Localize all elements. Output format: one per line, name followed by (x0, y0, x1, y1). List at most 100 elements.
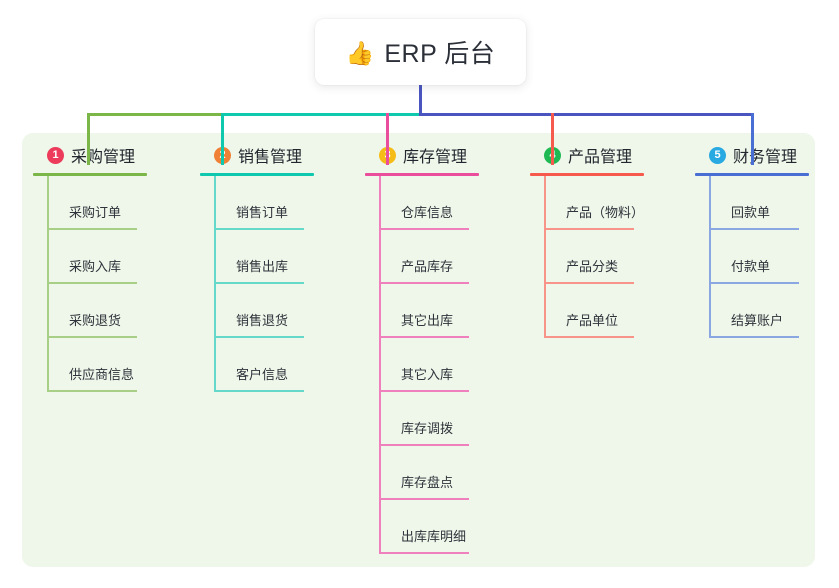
branch-index-badge: 1 (47, 146, 64, 164)
thumbs-up-icon: 👍 (345, 39, 375, 66)
leaf-node-label: 供应商信息 (69, 367, 135, 382)
leaf-node-label: 销售退货 (236, 313, 289, 328)
leaf-node-underline (47, 228, 137, 230)
leaf-node-label: 产品分类 (566, 259, 619, 274)
branch-trunk-line (709, 176, 711, 338)
drop-connector-5 (751, 113, 754, 165)
leaf-node-label: 库存调拨 (401, 421, 454, 436)
leaf-node-label: 回款单 (731, 205, 771, 220)
leaf-node[interactable]: 仓库信息 (379, 176, 515, 230)
leaf-node-label: 销售出库 (236, 259, 289, 274)
drop-connector-3 (386, 113, 389, 165)
leaf-node-underline (709, 336, 799, 338)
leaf-node-label: 其它入库 (401, 367, 454, 382)
leaf-node-underline (709, 282, 799, 284)
leaf-node-underline (47, 282, 137, 284)
leaf-node[interactable]: 其它出库 (379, 284, 515, 338)
branch-header-采购管理[interactable]: 1 采购管理 (33, 143, 183, 167)
branch-trunk-line (379, 176, 381, 554)
leaf-node[interactable]: 采购入库 (47, 230, 183, 284)
leaf-node-underline (379, 228, 469, 230)
branch-title: 财务管理 (733, 149, 798, 166)
leaf-node-label: 仓库信息 (401, 205, 454, 220)
branch-column-采购管理: 1 采购管理采购订单采购入库采购退货供应商信息 (33, 143, 183, 392)
leaf-node-underline (214, 228, 304, 230)
leaf-node[interactable]: 客户信息 (214, 338, 350, 392)
leaf-node[interactable]: 销售退货 (214, 284, 350, 338)
branch-column-财务管理: 5 财务管理回款单付款单结算账户 (695, 143, 839, 338)
branch-trunk-line (214, 176, 216, 392)
leaf-node-label: 产品单位 (566, 313, 619, 328)
leaf-node[interactable]: 产品库存 (379, 230, 515, 284)
leaf-node[interactable]: 其它入库 (379, 338, 515, 392)
branch-leaf-list: 回款单付款单结算账户 (709, 176, 839, 338)
leaf-node[interactable]: 采购退货 (47, 284, 183, 338)
leaf-node-underline (379, 552, 469, 554)
leaf-node[interactable]: 采购订单 (47, 176, 183, 230)
leaf-node-underline (544, 282, 634, 284)
root-node-card[interactable]: 👍 ERP 后台 (315, 19, 526, 85)
leaf-node-label: 采购订单 (69, 205, 122, 220)
branch-leaf-list: 销售订单销售出库销售退货客户信息 (214, 176, 350, 392)
branch-title: 库存管理 (403, 149, 468, 166)
leaf-node[interactable]: 销售出库 (214, 230, 350, 284)
leaf-node[interactable]: 销售订单 (214, 176, 350, 230)
leaf-node-label: 出库库明细 (401, 529, 467, 544)
drop-connector-2 (221, 113, 224, 165)
branch-underline (365, 173, 479, 176)
branch-header-财务管理[interactable]: 5 财务管理 (695, 143, 839, 167)
leaf-node-underline (379, 336, 469, 338)
leaf-node-underline (47, 390, 137, 392)
leaf-node-underline (709, 228, 799, 230)
branch-trunk-line (47, 176, 49, 392)
leaf-node[interactable]: 产品单位 (544, 284, 680, 338)
leaf-node-label: 采购入库 (69, 259, 122, 274)
root-stem-connector (419, 85, 422, 115)
leaf-node[interactable]: 库存盘点 (379, 446, 515, 500)
leaf-node[interactable]: 库存调拨 (379, 392, 515, 446)
bus-segment-teal (221, 113, 419, 116)
branch-leaf-list: 产品（物料） 产品分类产品单位 (544, 176, 680, 338)
leaf-node-underline (544, 336, 634, 338)
leaf-node[interactable]: 出库库明细 (379, 500, 515, 554)
leaf-node[interactable]: 产品分类 (544, 230, 680, 284)
leaf-node-underline (379, 498, 469, 500)
leaf-node-underline (544, 228, 634, 230)
leaf-node[interactable]: 付款单 (709, 230, 839, 284)
leaf-node-label: 库存盘点 (401, 475, 454, 490)
leaf-node-label: 结算账户 (731, 313, 784, 328)
leaf-node[interactable]: 结算账户 (709, 284, 839, 338)
leaf-node-underline (379, 282, 469, 284)
root-node-title: ERP 后台 (384, 40, 496, 68)
leaf-node[interactable]: 产品（物料） (544, 176, 680, 230)
branch-title: 销售管理 (238, 149, 303, 166)
leaf-node[interactable]: 供应商信息 (47, 338, 183, 392)
leaf-node-underline (379, 444, 469, 446)
leaf-node-label: 客户信息 (236, 367, 289, 382)
branch-column-销售管理: 2销售管理销售订单销售出库销售退货客户信息 (200, 143, 350, 392)
leaf-node-underline (379, 390, 469, 392)
bus-segment-blue (419, 113, 751, 116)
branch-underline (200, 173, 314, 176)
diagram-panel (22, 133, 815, 567)
branch-underline (33, 173, 147, 176)
branch-leaf-list: 仓库信息产品库存其它出库其它入库库存调拨库存盘点出库库明细 (379, 176, 515, 554)
leaf-node-label: 其它出库 (401, 313, 454, 328)
bus-segment-green (87, 113, 221, 116)
leaf-node-label: 产品库存 (401, 259, 454, 274)
drop-connector-4 (551, 113, 554, 165)
branch-title: 采购管理 (71, 149, 136, 166)
leaf-node-label: 产品（物料） (566, 205, 645, 220)
branch-trunk-line (544, 176, 546, 338)
leaf-node-underline (214, 390, 304, 392)
branch-index-badge: 5 (709, 146, 726, 164)
leaf-node-label: 销售订单 (236, 205, 289, 220)
leaf-node-label: 采购退货 (69, 313, 122, 328)
leaf-node[interactable]: 回款单 (709, 176, 839, 230)
drop-connector-1 (87, 113, 90, 165)
branch-underline (695, 173, 809, 176)
branch-leaf-list: 采购订单采购入库采购退货供应商信息 (47, 176, 183, 392)
branch-underline (530, 173, 644, 176)
